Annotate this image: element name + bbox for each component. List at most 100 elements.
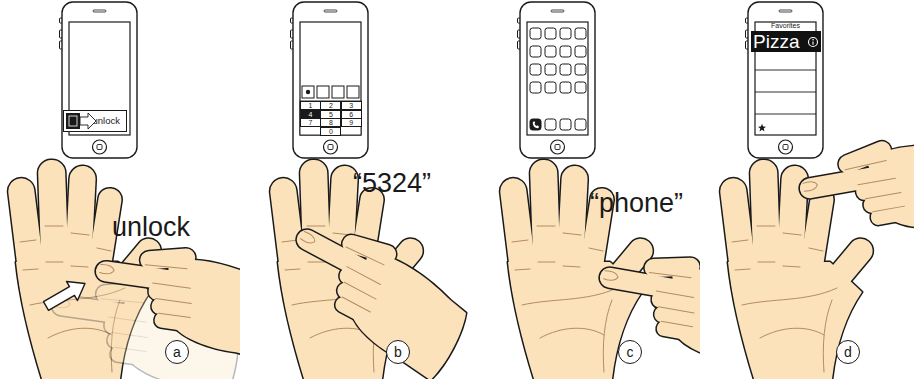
- finger-crease: [145, 263, 187, 271]
- app-icon: [575, 46, 586, 57]
- node-text: 0: [329, 128, 333, 135]
- node-text: 7: [309, 119, 313, 126]
- palm-crease: [732, 240, 748, 242]
- node-text: 2: [329, 102, 333, 109]
- app-icon: [530, 82, 541, 93]
- palm-crease: [97, 248, 111, 251]
- node-text: 5: [329, 111, 333, 118]
- left-hand: [719, 160, 878, 379]
- app-icon: [545, 82, 556, 93]
- spoken-label: “5324”: [353, 170, 431, 197]
- finger-crease: [156, 299, 192, 304]
- node-text: c: [627, 345, 634, 359]
- slider-arrow: [80, 113, 96, 129]
- list-row: [755, 114, 816, 115]
- finger-crease: [347, 267, 381, 285]
- info-icon: [809, 38, 818, 47]
- palm-crease: [522, 288, 617, 305]
- app-icon: [560, 28, 571, 39]
- palm-crease: [603, 300, 612, 372]
- app-icon: [530, 28, 541, 39]
- speaker: [93, 10, 106, 12]
- home-button: [551, 140, 565, 154]
- node-text: 6: [349, 111, 353, 118]
- pointing-hand: [87, 235, 240, 362]
- phone: [746, 2, 824, 158]
- home-button-square: [97, 145, 102, 150]
- palm-crease: [48, 328, 112, 338]
- pointing-finger: [865, 133, 914, 243]
- speaker: [779, 10, 792, 12]
- passcode-box: [302, 86, 314, 98]
- info-icon-stem: [812, 42, 813, 45]
- keypad-key: 9: [341, 118, 362, 127]
- palm-crease: [23, 269, 38, 270]
- spoken-label: “phone”: [590, 190, 683, 217]
- palm-crease: [308, 262, 325, 263]
- pointing-hand: [794, 122, 914, 255]
- finger-crease: [109, 317, 147, 322]
- node-text: 3: [349, 102, 353, 109]
- app-icon: [560, 119, 571, 130]
- panel-letter: a: [165, 340, 189, 364]
- finger-crease: [866, 193, 901, 199]
- home-button-square: [555, 145, 560, 150]
- node-text: 9: [349, 119, 353, 126]
- node-text: 8: [329, 119, 333, 126]
- palm-crease: [537, 226, 555, 227]
- app-icon: [560, 64, 571, 75]
- finger-crease: [649, 271, 691, 280]
- palm-crease: [512, 240, 528, 242]
- app-icon: [575, 28, 586, 39]
- phone-body: [748, 2, 823, 158]
- finger-crease: [803, 181, 818, 192]
- app-icon: [545, 119, 556, 130]
- app-icon: [530, 64, 541, 75]
- palm-crease: [823, 300, 832, 372]
- app-icon: [575, 64, 586, 75]
- app-icon: [575, 82, 586, 93]
- node-text: a: [173, 345, 181, 359]
- slider-knob-inner: [69, 116, 77, 126]
- phone: [60, 2, 138, 158]
- node-text: Pizza: [753, 32, 799, 51]
- phone-body: [520, 2, 595, 158]
- finger-crease: [845, 161, 887, 170]
- finger-crease: [159, 313, 191, 317]
- home-button: [324, 140, 338, 154]
- palm-crease: [20, 240, 36, 242]
- palm-crease: [71, 266, 88, 267]
- palm-crease: [783, 266, 800, 267]
- finger-crease: [300, 231, 316, 245]
- list-row: [755, 92, 816, 93]
- pointing-hand: [267, 204, 470, 379]
- panel-letter: c: [618, 340, 642, 364]
- finger-crease: [100, 264, 115, 275]
- speaker: [324, 10, 337, 12]
- keypad-key: 7: [300, 118, 321, 127]
- palm-crease: [783, 233, 801, 235]
- pointing-hand: [589, 241, 700, 374]
- keypad-key: 0: [320, 127, 341, 136]
- panel-letter: b: [386, 340, 410, 364]
- home-button: [779, 140, 793, 154]
- app-icon: [545, 46, 556, 57]
- app-icon: [530, 46, 541, 57]
- finger-crease: [656, 291, 693, 298]
- app-icon: [560, 46, 571, 57]
- finger-crease: [342, 297, 370, 312]
- palm-crease: [538, 262, 555, 263]
- home-button-square: [328, 145, 333, 150]
- pointing-finger: [329, 247, 470, 379]
- palm-crease: [46, 262, 63, 263]
- finger-crease: [112, 333, 148, 338]
- slider-knob: [66, 113, 80, 129]
- palm-crease: [757, 226, 775, 227]
- node-text: b: [394, 345, 402, 359]
- finger-crease: [153, 283, 191, 288]
- node-text: 1: [309, 102, 313, 109]
- home-button-square: [783, 145, 788, 150]
- palm-crease: [307, 226, 325, 227]
- finger-crease: [604, 270, 619, 281]
